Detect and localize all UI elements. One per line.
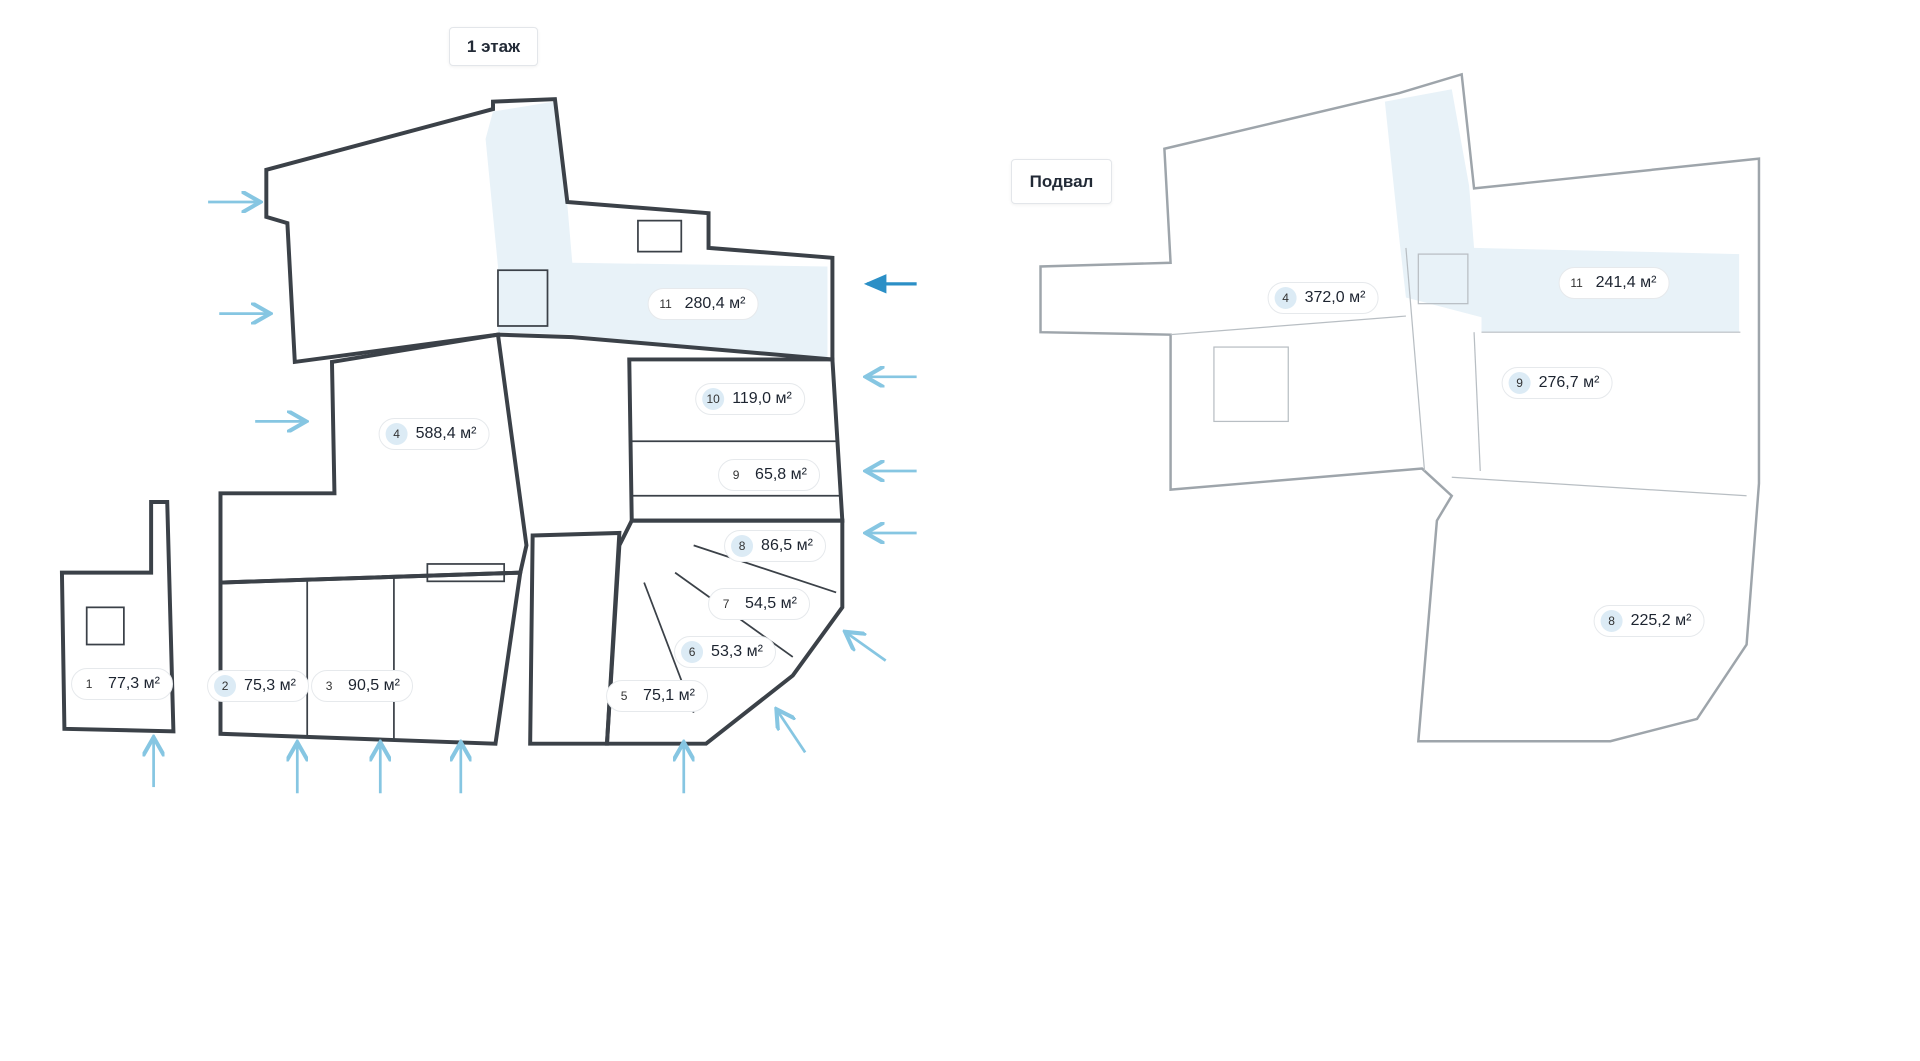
room-label-4[interactable]: 4 588,4 м² — [378, 418, 490, 450]
room-area: 588,4 м² — [415, 425, 477, 442]
room-number: 4 — [385, 423, 408, 445]
room-label-11[interactable]: 11 280,4 м² — [647, 288, 759, 320]
room-1-walls — [59, 500, 176, 734]
basement-room-label-9[interactable]: 9 276,7 м² — [1501, 367, 1613, 399]
first-floor-title[interactable]: 1 этаж — [449, 27, 538, 66]
room-label-7[interactable]: 7 54,5 м² — [708, 588, 810, 620]
room-number: 4 — [1274, 287, 1297, 309]
south-block-walls — [218, 570, 523, 746]
room-area: 119,0 м² — [732, 390, 792, 407]
room-label-9[interactable]: 9 65,8 м² — [718, 459, 820, 491]
room-label-10[interactable]: 10 119,0 м² — [695, 383, 805, 415]
room-area: 90,5 м² — [348, 677, 400, 694]
central-block-walls — [218, 332, 529, 585]
basement-outer-walls — [1039, 72, 1761, 743]
first-floor-plan — [59, 97, 917, 794]
room-number: 3 — [325, 679, 333, 693]
room-number: 11 — [659, 297, 672, 311]
basement-stair — [1417, 253, 1469, 305]
room-label-1[interactable]: 1 77,3 м² — [71, 668, 173, 700]
room-number: 8 — [731, 535, 754, 557]
entrance-arrow — [778, 711, 807, 754]
room-number: 1 — [85, 677, 93, 691]
room-number: 8 — [1600, 610, 1623, 632]
basement-divider — [1170, 315, 1406, 336]
basement-room-label-11[interactable]: 11 241,4 м² — [1558, 267, 1670, 299]
basement-plan — [1039, 72, 1761, 743]
room-number: 9 — [1508, 372, 1531, 394]
room-label-3[interactable]: 3 90,5 м² — [311, 670, 413, 702]
basement-room-label-8[interactable]: 8 225,2 м² — [1593, 605, 1705, 637]
room-area: 372,0 м² — [1304, 289, 1366, 306]
room-area: 276,7 м² — [1538, 374, 1600, 391]
entrance-arrow — [847, 633, 887, 662]
room-area: 65,8 м² — [755, 466, 807, 483]
stair-4 — [85, 606, 125, 646]
basement-divider — [1473, 332, 1481, 472]
stair-1 — [497, 269, 549, 327]
room-area: 53,3 м² — [711, 643, 763, 660]
room-area: 77,3 м² — [108, 675, 160, 692]
room-number: 11 — [1570, 276, 1583, 290]
room-number: 6 — [681, 641, 704, 663]
room-label-5[interactable]: 5 75,1 м² — [606, 680, 708, 712]
divider-8-7 — [693, 544, 837, 594]
room-number: 7 — [722, 597, 730, 611]
basement-room-label-4[interactable]: 4 372,0 м² — [1267, 282, 1379, 314]
stair-3 — [426, 563, 506, 583]
room-label-8[interactable]: 8 86,5 м² — [724, 530, 826, 562]
room-11-highlight[interactable] — [485, 101, 828, 360]
basement-stair — [1213, 346, 1289, 423]
room-area: 280,4 м² — [684, 295, 746, 312]
room-label-6[interactable]: 6 53,3 м² — [674, 636, 776, 668]
room-area: 225,2 м² — [1630, 612, 1692, 629]
basement-title[interactable]: Подвал — [1011, 159, 1112, 204]
basement-room-11-highlight[interactable] — [1384, 89, 1740, 333]
room-number: 5 — [620, 689, 628, 703]
stair-2 — [637, 219, 683, 253]
room-area: 75,3 м² — [244, 677, 296, 694]
room-area: 86,5 м² — [761, 537, 813, 554]
north-block-walls — [264, 97, 835, 365]
room-label-2[interactable]: 2 75,3 м² — [207, 670, 309, 702]
room-5-walls — [528, 530, 622, 746]
basement-divider — [1405, 247, 1426, 472]
room-area: 54,5 м² — [745, 595, 797, 612]
room-number: 10 — [702, 388, 725, 410]
room-area: 75,1 м² — [643, 687, 695, 704]
room-number: 9 — [732, 468, 740, 482]
basement-divider — [1451, 476, 1747, 497]
room-number: 2 — [214, 675, 237, 697]
room-area: 241,4 м² — [1595, 274, 1657, 291]
